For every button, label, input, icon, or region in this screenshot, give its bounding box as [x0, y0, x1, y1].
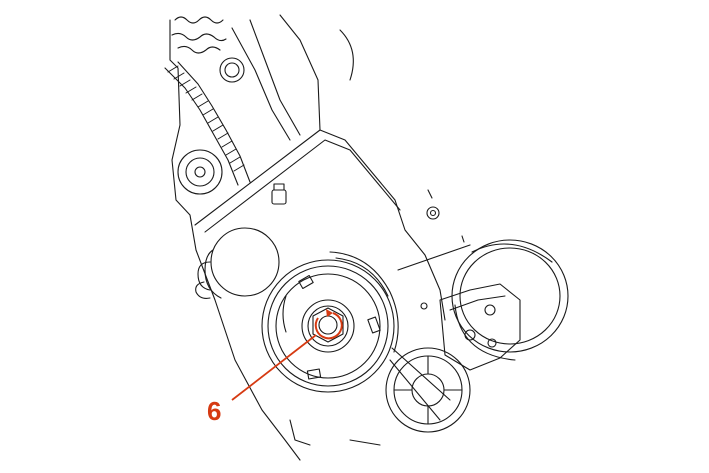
engine-line-art [164, 14, 569, 461]
callout-label: 6 [207, 396, 221, 426]
callout-leader-line [231, 334, 317, 401]
rotation-arrow-icon [314, 309, 343, 340]
callout-6: 6 [207, 309, 343, 426]
